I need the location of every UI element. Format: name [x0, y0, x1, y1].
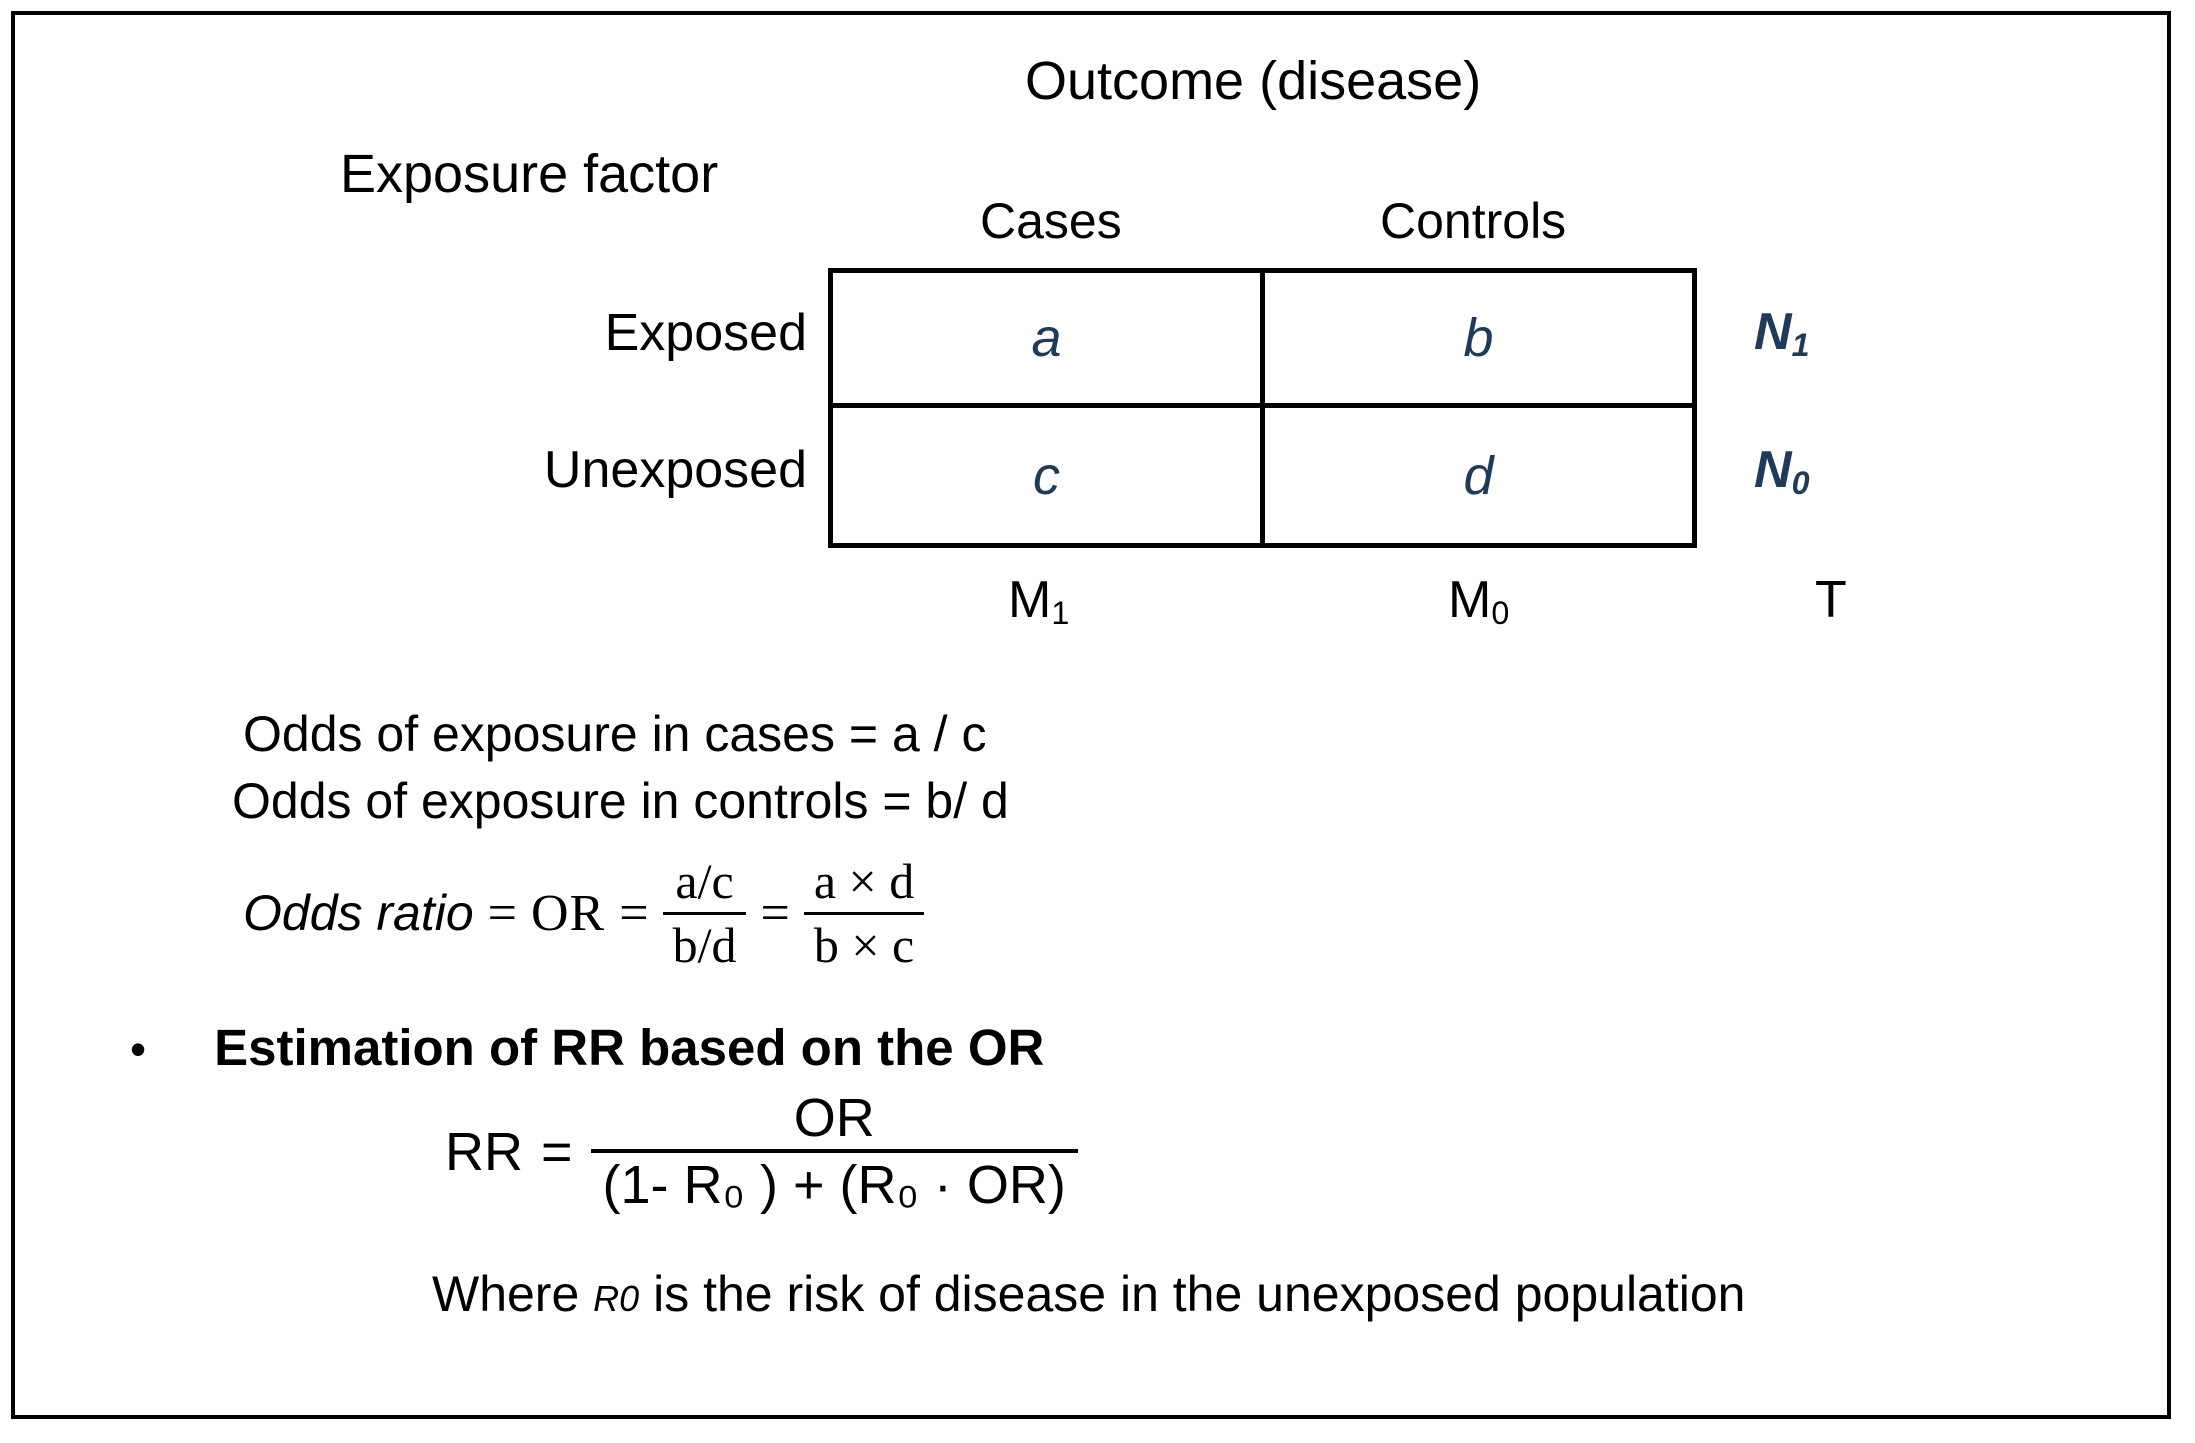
fraction-denominator-bd: b/d	[672, 916, 737, 973]
row-total-exposed-letter: N	[1754, 303, 1792, 361]
fraction-denominator-bc: b × c	[813, 916, 915, 973]
fraction-ac-over-bd: a/c b/d	[662, 853, 747, 973]
odds-ratio-label: Odds ratio	[243, 885, 474, 941]
odds-of-exposure-controls-line: Odds of exposure in controls = b/ d	[232, 773, 1009, 829]
exposure-factor-header-label: Exposure factor	[340, 144, 719, 204]
rr-estimation-equation: RR = OR (1- R₀ ) + (R₀ · OR)	[445, 1090, 1078, 1213]
equals-sign-1: =	[487, 884, 517, 942]
table-row: a b	[833, 273, 1692, 408]
col-total-controls-subscript: 0	[1491, 595, 1510, 632]
col-total-controls-letter: M	[1448, 571, 1492, 629]
fraction-ad-over-bc: a × d b × c	[803, 853, 925, 973]
equals-sign-3: =	[760, 884, 790, 942]
fraction-numerator-ac: a/c	[675, 853, 734, 909]
or-symbol: OR	[531, 884, 606, 942]
bullet-list-item: • Estimation of RR based on the OR	[130, 1018, 1044, 1077]
col-total-controls: M0	[1448, 570, 1510, 632]
row-total-unexposed: N0	[1754, 440, 1810, 502]
bullet-item-label: Estimation of RR based on the OR	[214, 1019, 1045, 1076]
cell-c: c	[833, 408, 1265, 543]
bullet-marker-icon: •	[130, 1023, 147, 1075]
cell-b: b	[1463, 308, 1494, 368]
unexposed-row-label: Unexposed	[543, 441, 807, 499]
col-total-cases-letter: M	[1008, 571, 1052, 629]
cases-column-header: Cases	[980, 193, 1122, 249]
controls-column-header: Controls	[1380, 193, 1567, 249]
cell-d: d	[1463, 445, 1494, 506]
rr-fraction-denominator: (1- R₀ ) + (R₀ · OR)	[602, 1154, 1066, 1215]
fraction-numerator-ad: a × d	[813, 853, 915, 909]
rr-fraction: OR (1- R₀ ) + (R₀ · OR)	[590, 1088, 1078, 1215]
slide-border	[11, 11, 2171, 1419]
footer-r0-symbol: R0	[593, 1278, 640, 1319]
footer-prefix: Where	[432, 1266, 594, 1322]
exposed-row-label: Exposed	[604, 304, 807, 362]
row-total-exposed-subscript: 1	[1791, 327, 1810, 364]
rr-fraction-numerator: OR	[793, 1088, 875, 1148]
outcome-header-label: Outcome (disease)	[1025, 51, 1482, 111]
contingency-table: a b c d	[828, 268, 1697, 548]
grand-total: T	[1815, 571, 1847, 629]
fraction-bar	[803, 911, 925, 915]
row-total-unexposed-subscript: 0	[1791, 465, 1810, 502]
odds-ratio-equation: Odds ratio = OR = a/c b/d = a × d b × c	[243, 853, 925, 973]
equals-sign-2: =	[619, 884, 649, 942]
rr-label: RR	[445, 1121, 523, 1182]
row-total-unexposed-letter: N	[1754, 441, 1792, 499]
cell-a: a	[833, 273, 1265, 403]
odds-of-exposure-cases-line: Odds of exposure in cases = a / c	[243, 706, 987, 762]
col-total-cases-subscript: 1	[1051, 595, 1070, 632]
rr-fraction-bar	[590, 1148, 1078, 1153]
fraction-bar	[662, 911, 747, 915]
footer-definition-note: Where R0 is the risk of disease in the u…	[432, 1265, 1745, 1323]
rr-equals-sign: =	[541, 1121, 573, 1182]
table-row: c d	[833, 408, 1692, 543]
footer-suffix: is the risk of disease in the unexposed …	[639, 1266, 1746, 1322]
row-total-exposed: N1	[1754, 302, 1810, 364]
col-total-cases: M1	[1008, 570, 1070, 632]
